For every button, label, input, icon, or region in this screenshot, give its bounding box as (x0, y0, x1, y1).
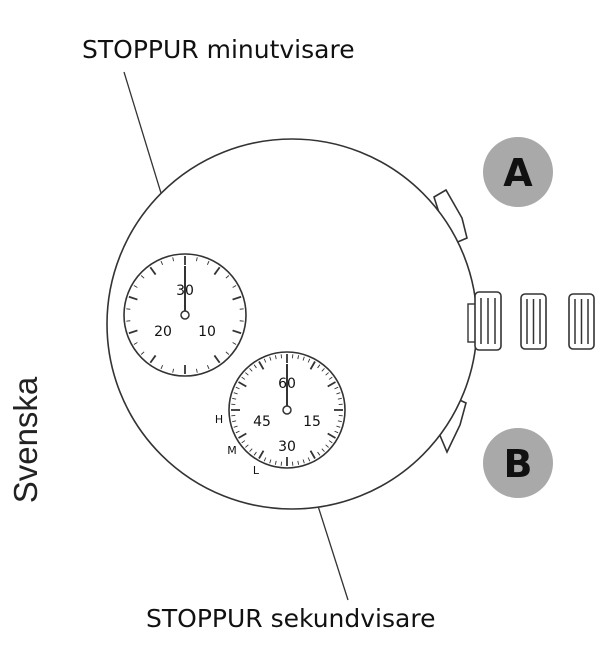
seconds-subdial-tick (263, 457, 267, 462)
seconds-subdial-tick (325, 372, 329, 376)
button-a-badge: A (483, 137, 553, 207)
minute-subdial-tick (213, 266, 221, 276)
seconds-subdial-tick (241, 440, 246, 444)
minute-subdial-tick (195, 257, 198, 262)
seconds-subdial-tick (253, 364, 257, 369)
button-a-letter: A (503, 151, 533, 195)
minute-subdial-tick (225, 351, 230, 355)
button-b-badge: B (483, 428, 553, 498)
seconds-subdial-tick (309, 361, 316, 370)
minute-subdial-tick (232, 285, 237, 288)
seconds-subdial-tick (328, 440, 333, 444)
second-hand-label: STOPPUR sekundvisare (146, 604, 435, 633)
seconds-subdial-tick (274, 355, 277, 360)
crown-position-m-label: M (227, 444, 237, 457)
seconds-subdial-tick (232, 420, 237, 423)
minute-subdial-tick (172, 368, 175, 373)
seconds-subdial-label-15: 15 (303, 414, 321, 430)
seconds-subdial-label-30: 30 (278, 439, 296, 455)
seconds-subdial-tick (321, 368, 325, 372)
minute-subdial-tick (206, 365, 210, 370)
minute-subdial-tick (232, 342, 237, 345)
seconds-subdial-tick (241, 376, 246, 380)
seconds-subdial-tick (307, 457, 311, 462)
crown-attached (467, 291, 502, 351)
seconds-subdial-tick (297, 355, 300, 360)
minute-subdial-tick (133, 285, 138, 288)
minute-subdial-tick (140, 275, 145, 279)
seconds-subdial-tick (336, 425, 341, 428)
minute-subdial-tick (232, 329, 242, 335)
minute-subdial-tick (206, 260, 210, 265)
seconds-subdial-tick (253, 451, 257, 456)
seconds-subdial-tick (238, 381, 247, 388)
seconds-subdial-tick (258, 361, 265, 370)
minute-subdial-tick (140, 351, 145, 355)
crown-position-h-label: H (215, 413, 223, 426)
minute-subdial-tick (133, 342, 138, 345)
seconds-subdial-tick (258, 450, 265, 459)
minute-subdial-tick (128, 295, 138, 301)
seconds-subdial-tick (309, 450, 316, 459)
minute-subdial-label-10: 10 (198, 324, 216, 340)
crown-position-l-label: L (253, 464, 260, 477)
seconds-subdial-tick (263, 358, 267, 363)
seconds-subdial-tick (336, 392, 341, 395)
seconds-subdial-tick (249, 368, 253, 372)
seconds-subdial-pivot (282, 405, 292, 415)
seconds-subdial-tick (302, 356, 305, 361)
minute-subdial-tick (149, 354, 157, 364)
minute-subdial-tick (160, 365, 164, 370)
minute-subdial-tick (172, 257, 175, 262)
button-b-letter: B (504, 442, 533, 486)
minute-subdial-pivot (180, 310, 190, 320)
seconds-subdial-tick (337, 420, 342, 423)
seconds-subdial-tick (317, 451, 321, 456)
seconds-subdial-ticks (231, 354, 343, 466)
seconds-subdial-tick (269, 459, 272, 464)
seconds-subdial-tick (233, 392, 238, 395)
seconds-subdial-tick (334, 386, 339, 390)
seconds-subdial-tick (307, 358, 311, 363)
seconds-subdial-tick (233, 425, 238, 428)
seconds-subdial-tick (274, 460, 277, 465)
seconds-subdial-tick (232, 397, 237, 400)
minute-subdial-tick (149, 266, 157, 276)
seconds-subdial-tick (238, 432, 247, 439)
seconds-subdial-tick (325, 444, 329, 448)
seconds-subdial-label-45: 45 (253, 414, 271, 430)
minute-subdial-tick (128, 329, 138, 335)
minute-subdial-tick (213, 354, 221, 364)
seconds-subdial-tick (249, 448, 253, 452)
minute-subdial-label-20: 20 (154, 324, 172, 340)
seconds-subdial-tick (269, 356, 272, 361)
minute-subdial-ticks (126, 256, 244, 374)
seconds-subdial-tick (317, 364, 321, 369)
minute-subdial-tick (195, 368, 198, 373)
seconds-subdial: 60 45 15 30 (228, 351, 346, 469)
seconds-subdial-tick (235, 430, 240, 434)
minute-subdial-tick (225, 275, 230, 279)
seconds-subdial-tick (337, 397, 342, 400)
crown-position-2 (520, 293, 547, 350)
seconds-subdial-tick (327, 432, 336, 439)
seconds-subdial-tick (327, 381, 336, 388)
seconds-subdial-tick (328, 376, 333, 380)
seconds-subdial-tick (321, 448, 325, 452)
crown-position-3 (568, 293, 595, 350)
seconds-subdial-tick (297, 460, 300, 465)
seconds-subdial-tick (334, 430, 339, 434)
seconds-subdial-tick (245, 444, 249, 448)
seconds-subdial-tick (235, 386, 240, 390)
minute-subdial-tick (160, 260, 164, 265)
seconds-subdial-tick (245, 372, 249, 376)
minute-hand-label: STOPPUR minutvisare (82, 35, 355, 64)
minute-subdial-tick (232, 295, 242, 301)
seconds-subdial-tick (302, 459, 305, 464)
minute-subdial: 30 20 10 (123, 253, 247, 377)
